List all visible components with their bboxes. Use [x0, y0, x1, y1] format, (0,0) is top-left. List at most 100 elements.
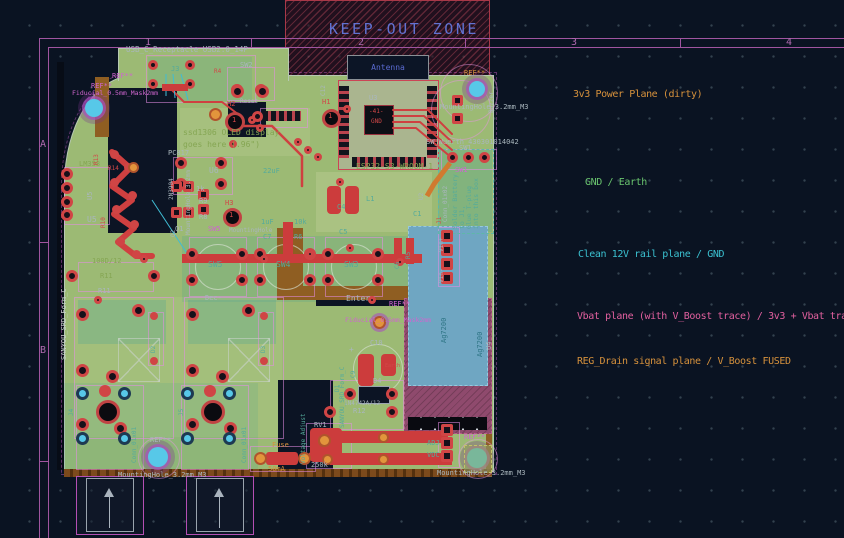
- pad[interactable]: [242, 304, 255, 317]
- ref-sw2[interactable]: SW2: [240, 61, 253, 69]
- copper-zone[interactable]: [188, 300, 276, 344]
- ref-j4[interactable]: J4: [68, 408, 75, 416]
- pad[interactable]: [204, 385, 216, 397]
- ref-r13[interactable]: R13: [93, 154, 100, 165]
- pad[interactable]: [209, 108, 222, 121]
- pad[interactable]: [231, 85, 244, 98]
- via[interactable]: [343, 105, 351, 113]
- oled-header-pins[interactable]: [263, 111, 301, 121]
- label-dec[interactable]: Dec-: [205, 294, 222, 302]
- pad[interactable]: [171, 181, 182, 192]
- net-earth[interactable]: Earth: [385, 363, 401, 369]
- r11-footprint[interactable]: [78, 262, 154, 292]
- value-1uf[interactable]: 1uF: [261, 218, 274, 226]
- value-ag7200-1[interactable]: Ag7200: [440, 317, 448, 343]
- ref-fiducial-bl[interactable]: REF**: [150, 436, 172, 444]
- value-conn-01x01-a[interactable]: Conn_01x01: [131, 426, 138, 463]
- ref-d4[interactable]: D4: [373, 377, 382, 385]
- via[interactable]: [260, 255, 268, 263]
- via[interactable]: [396, 258, 404, 266]
- ref-r11-silk[interactable]: R11: [98, 287, 111, 295]
- pad[interactable]: [76, 308, 89, 321]
- mounting-hole-h3[interactable]: [223, 208, 242, 227]
- pad[interactable]: [198, 189, 209, 200]
- ref-fiducial-2[interactable]: REF**: [91, 82, 113, 90]
- ref-r12[interactable]: R12: [353, 407, 366, 415]
- value-zener[interactable]: 1N4742A/12: [344, 400, 381, 407]
- value-ag7200-2[interactable]: Ag7200: [476, 331, 484, 357]
- pad[interactable]: [215, 157, 227, 169]
- chip-marking[interactable]: -41-: [369, 108, 384, 115]
- pad[interactable]: [66, 270, 78, 282]
- pad[interactable]: [148, 270, 160, 282]
- via[interactable]: [140, 255, 148, 263]
- pad[interactable]: [441, 437, 453, 449]
- pad[interactable]: [181, 387, 194, 400]
- pad[interactable]: [186, 248, 198, 260]
- ref-d1[interactable]: D1: [334, 384, 341, 392]
- via[interactable]: [229, 140, 237, 148]
- pad[interactable]: [322, 454, 333, 465]
- ref-c10[interactable]: C10: [370, 339, 383, 347]
- copper-zone[interactable]: [78, 300, 166, 344]
- ref-rv1[interactable]: RV1: [314, 421, 327, 429]
- pad[interactable]: [236, 274, 248, 286]
- value-wuerth[interactable]: SW_Wuerth_430301014042: [426, 138, 519, 146]
- h3-pad-number[interactable]: 1: [229, 211, 234, 219]
- pad[interactable]: [61, 196, 73, 208]
- ref-u5-vert[interactable]: U5: [86, 191, 94, 200]
- pad[interactable]: [344, 388, 356, 400]
- resistor-body[interactable]: [394, 238, 402, 264]
- fiducial-mid[interactable]: [373, 316, 386, 329]
- c10-pad[interactable]: [358, 354, 374, 386]
- ref-r6[interactable]: R6: [294, 233, 303, 241]
- via[interactable]: [346, 244, 354, 252]
- pad[interactable]: [183, 207, 194, 218]
- fiducial-top-right[interactable]: [469, 81, 485, 97]
- c10-pad[interactable]: [381, 354, 396, 376]
- ref-buzzer[interactable]: Buzzer: [488, 91, 495, 113]
- copper-bus-trace[interactable]: [330, 431, 448, 443]
- chip-marking-gnd[interactable]: GND: [371, 118, 382, 125]
- pad[interactable]: [441, 424, 453, 436]
- via[interactable]: [314, 153, 322, 161]
- mountinghole-label-tr[interactable]: MountingHole_3.2mm_M3: [440, 103, 529, 111]
- legend-12v[interactable]: Clean 12V rail plane / GND: [578, 249, 725, 260]
- pad[interactable]: [148, 79, 158, 89]
- ref-r5[interactable]: R5: [405, 251, 412, 259]
- ref-fiducial-1[interactable]: REF**: [112, 72, 134, 80]
- pad[interactable]: [324, 406, 336, 418]
- legend-3v3[interactable]: 3v3 Power Plane (dirty): [573, 89, 703, 100]
- pad[interactable]: [441, 450, 453, 462]
- ref-u6[interactable]: U6: [209, 166, 219, 175]
- ref-r8[interactable]: R8: [199, 213, 208, 221]
- ref-j5[interactable]: J5: [178, 408, 185, 416]
- ref-j3[interactable]: J3: [171, 65, 180, 73]
- pad[interactable]: [378, 432, 389, 443]
- pad[interactable]: [441, 230, 453, 242]
- note-ssd1306-line1[interactable]: ssd1306 OLED display: [183, 128, 280, 137]
- terminal-block-j5[interactable]: [186, 476, 254, 535]
- pad[interactable]: [76, 364, 89, 377]
- h1-pad-number[interactable]: 1: [328, 112, 333, 120]
- pad[interactable]: [118, 387, 131, 400]
- pad[interactable]: [215, 178, 227, 190]
- note-ssd1306-line2[interactable]: goes here (.96"): [183, 140, 261, 149]
- pad[interactable]: [254, 274, 266, 286]
- ref-r11[interactable]: R11: [100, 272, 113, 280]
- pad[interactable]: [322, 248, 334, 260]
- ref-u4[interactable]: U4: [485, 341, 493, 350]
- pad[interactable]: [236, 248, 248, 260]
- via[interactable]: [248, 116, 256, 124]
- pad[interactable]: [150, 312, 158, 320]
- rv1-wiper[interactable]: [318, 434, 331, 447]
- resistor-body[interactable]: [406, 238, 414, 264]
- pad[interactable]: [110, 178, 119, 187]
- pad[interactable]: [372, 274, 384, 286]
- adj-header-footprint[interactable]: [438, 422, 460, 468]
- mountinghole-label-h2[interactable]: MountingHole_3.2mm: [185, 169, 192, 235]
- pad[interactable]: [106, 370, 119, 383]
- pad[interactable]: [223, 432, 236, 445]
- ref-d3[interactable]: D3: [260, 345, 267, 353]
